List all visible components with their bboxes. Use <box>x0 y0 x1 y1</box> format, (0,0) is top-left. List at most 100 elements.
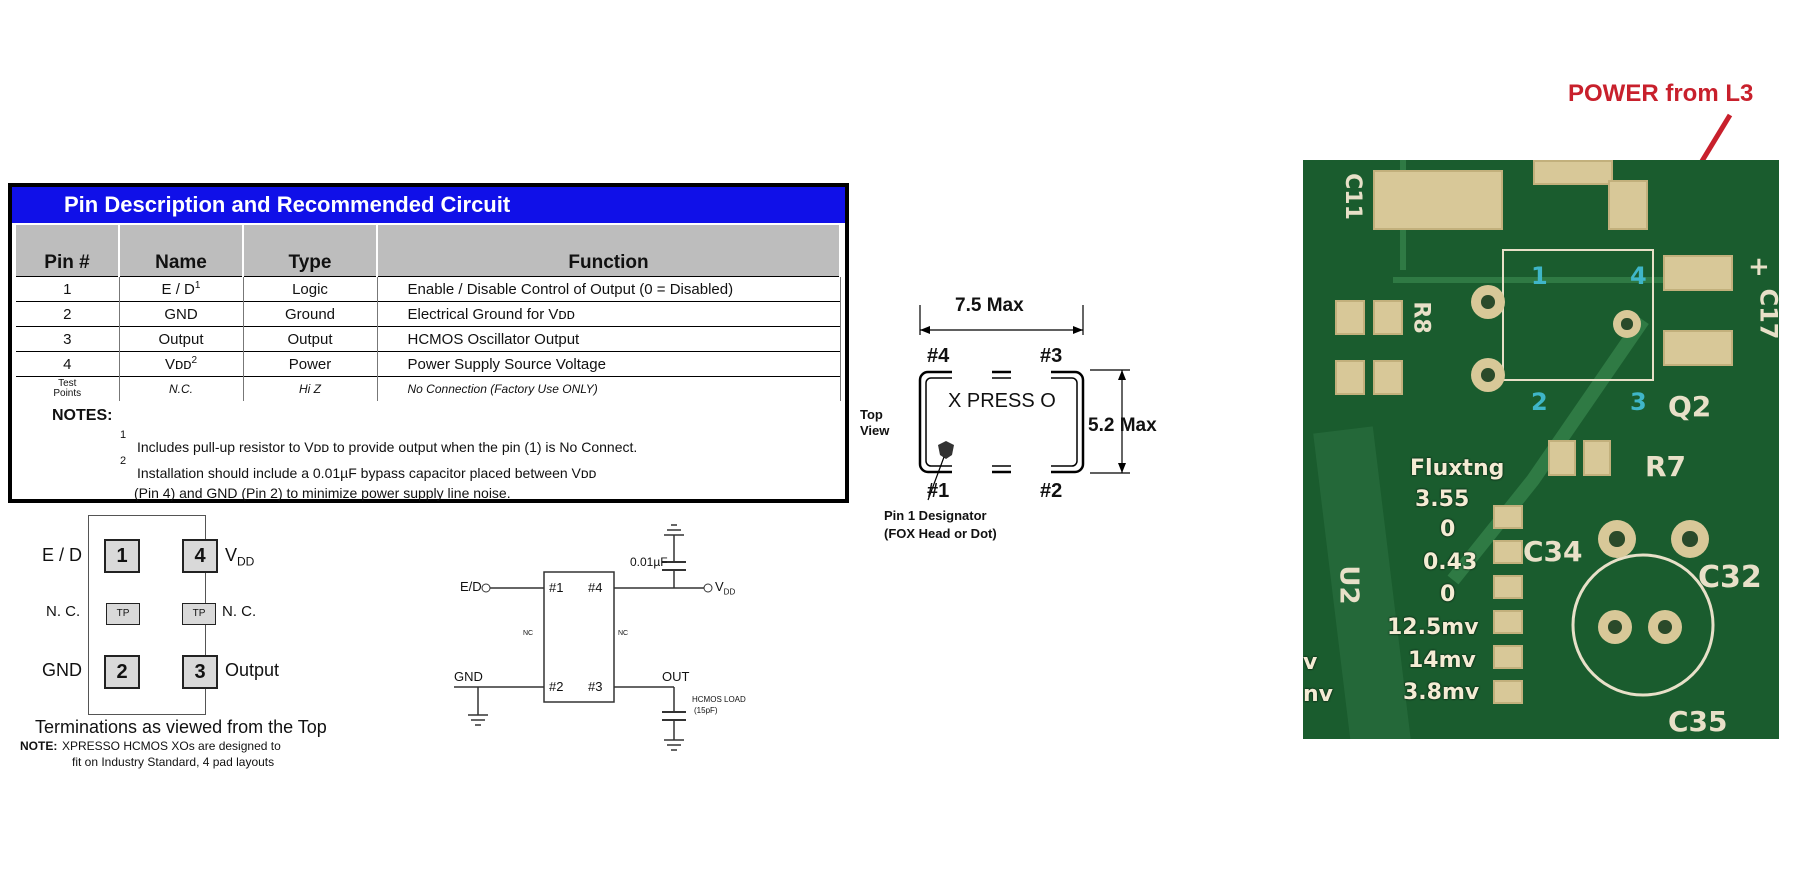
circuit-cap-label: 0.01µF <box>630 555 668 569</box>
label-output: Output <box>225 660 280 680</box>
function-cell: Electrical Ground for Vᴅᴅ <box>377 301 841 327</box>
pin-cell: 2 <box>16 301 120 327</box>
type-cell: Hi Z <box>243 376 378 401</box>
circuit-label-ed: E/D <box>460 579 482 594</box>
silk-r8: R8 <box>1408 301 1434 334</box>
silk-r7: R7 <box>1645 450 1687 483</box>
pad-caption: Terminations as viewed from the Top <box>35 717 327 737</box>
name-cell: GND <box>119 301 244 327</box>
package-brand: X PRESS O <box>948 390 1056 412</box>
circuit-load-2: (15pF) <box>694 706 718 715</box>
measurement-value: 0.43 <box>1423 550 1478 575</box>
circuit-label-out: OUT <box>662 669 690 684</box>
table-row: 4 Vᴅᴅ2 Power Power Supply Source Voltage <box>16 351 841 377</box>
fox-head-icon <box>938 441 954 459</box>
function-cell: Enable / Disable Control of Output (0 = … <box>377 276 841 302</box>
pin-cell: Test Points <box>16 376 120 401</box>
package-pin-3: #3 <box>1040 345 1063 367</box>
measurement-value: 3.55 <box>1415 487 1470 512</box>
pcb-pin-1: 1 <box>1531 262 1548 290</box>
note2-text-a: Installation should include a 0.01µF byp… <box>137 465 597 481</box>
circuit-pin-2: #2 <box>549 679 564 694</box>
circuit-nc-right: NC <box>618 630 629 637</box>
table-title: Pin Description and Recommended Circuit <box>12 187 845 223</box>
table-row: 3 Output Output HCMOS Oscillator Output <box>16 326 841 352</box>
circuit-pin-3: #3 <box>588 679 603 694</box>
name-cell: Output <box>119 326 244 352</box>
circuit-pin-4: #4 <box>588 580 603 595</box>
top-view-label-2: View <box>860 423 890 438</box>
edge-text: v <box>1303 650 1318 675</box>
type-cell: Output <box>243 326 378 352</box>
silk-q2: Q2 <box>1668 390 1712 423</box>
header-name: Name <box>119 225 244 277</box>
silk-c32: C32 <box>1698 560 1762 595</box>
test-point-left: TP <box>106 603 140 625</box>
circuit-label-vdd: VDD <box>715 579 736 597</box>
measurement-label: Fluxtng <box>1410 456 1505 481</box>
function-cell: Power Supply Source Voltage <box>377 351 841 377</box>
circuit-load-1: HCMOS LOAD <box>692 695 746 704</box>
pcb-pin-2: 2 <box>1531 388 1548 416</box>
note1-number: 1 <box>120 429 127 441</box>
pin-description-table: Pin Description and Recommended Circuit … <box>8 183 849 503</box>
pin-cell: 1 <box>16 276 120 302</box>
top-view-label-1: Top <box>860 407 883 422</box>
measurement-value: 0 <box>1440 517 1456 542</box>
pin-cell: 3 <box>16 326 120 352</box>
pad-2: 2 <box>104 655 140 689</box>
name-cell: Vᴅᴅ2 <box>119 351 244 377</box>
label-nc-right: N. C. <box>222 603 257 620</box>
measurement-value: 3.8mv <box>1403 680 1480 705</box>
silk-u2: U2 <box>1333 565 1364 605</box>
pcb-pin-4: 4 <box>1630 262 1647 290</box>
silk-c34: C34 <box>1523 535 1583 568</box>
label-gnd: GND <box>42 660 82 680</box>
silk-c35: C35 <box>1668 705 1728 738</box>
pin-cell: 4 <box>16 351 120 377</box>
name-cell: E / D1 <box>119 276 244 302</box>
table-row: 1 E / D1 Logic Enable / Disable Control … <box>16 276 841 302</box>
circuit-schematic <box>454 524 713 751</box>
package-pin-4: #4 <box>927 345 950 367</box>
table-row: 2 GND Ground Electrical Ground for Vᴅᴅ <box>16 301 841 327</box>
power-callout: POWER from L3 <box>1568 80 1754 107</box>
note2-text-b: (Pin 4) and GND (Pin 2) to minimize powe… <box>134 485 511 501</box>
notes-header: NOTES: <box>52 407 113 424</box>
silk-plus: + <box>1748 252 1770 282</box>
measurement-value: 12.5mv <box>1387 615 1479 640</box>
circuit-pin-1: #1 <box>549 580 564 595</box>
measurement-value: 14mv <box>1408 648 1476 673</box>
height-dimension: 5.2 Max <box>1088 415 1157 436</box>
header-pin: Pin # <box>16 225 120 277</box>
silk-c11: C11 <box>1339 173 1365 220</box>
width-dimension: 7.5 Max <box>955 295 1024 316</box>
type-cell: Power <box>243 351 378 377</box>
test-point-right: TP <box>182 603 216 625</box>
pad-4: 4 <box>182 539 218 573</box>
pad-note-line1: XPRESSO HCMOS XOs are designed to <box>62 739 281 753</box>
note2-number: 2 <box>120 455 127 467</box>
header-type: Type <box>243 225 378 277</box>
package-pin-2: #2 <box>1040 480 1063 502</box>
edge-text: nv <box>1303 682 1334 707</box>
label-ed: E / D <box>42 545 83 565</box>
pad-1: 1 <box>104 539 140 573</box>
header-function: Function <box>377 225 841 277</box>
silk-c17: C17 <box>1754 288 1779 340</box>
type-cell: Logic <box>243 276 378 302</box>
recommended-circuit: E/D GND #1 #4 #2 #3 NC NC 0.01µF VDD OUT… <box>440 515 780 765</box>
table-row: Test Points N.C. Hi Z No Connection (Fac… <box>16 376 841 401</box>
note1-text: Includes pull-up resistor to Vᴅᴅ to prov… <box>137 439 638 455</box>
pcb-pin-3: 3 <box>1630 388 1647 416</box>
label-vdd: VDD <box>225 545 255 569</box>
function-cell: HCMOS Oscillator Output <box>377 326 841 352</box>
pad-layout-diagram: E / D 1 4 VDD N. C. TP TP N. C. GND 2 3 … <box>20 515 360 775</box>
pad-note-line2: fit on Industry Standard, 4 pad layouts <box>72 755 275 769</box>
pad-note-label: NOTE: <box>20 739 58 753</box>
pcb-photo: C11 R8 R7 Q2 C17 C34 C32 C35 U2 + 1 2 3 … <box>1303 160 1779 739</box>
pad-3: 3 <box>182 655 218 689</box>
type-cell: Ground <box>243 301 378 327</box>
package-dimension-drawing: 7.5 Max #4 #3 X PRESS O Top View 5.2 Max… <box>860 295 1180 545</box>
pin-table-grid: Pin # Name Type Function 1 E / D1 Logic … <box>16 225 841 401</box>
